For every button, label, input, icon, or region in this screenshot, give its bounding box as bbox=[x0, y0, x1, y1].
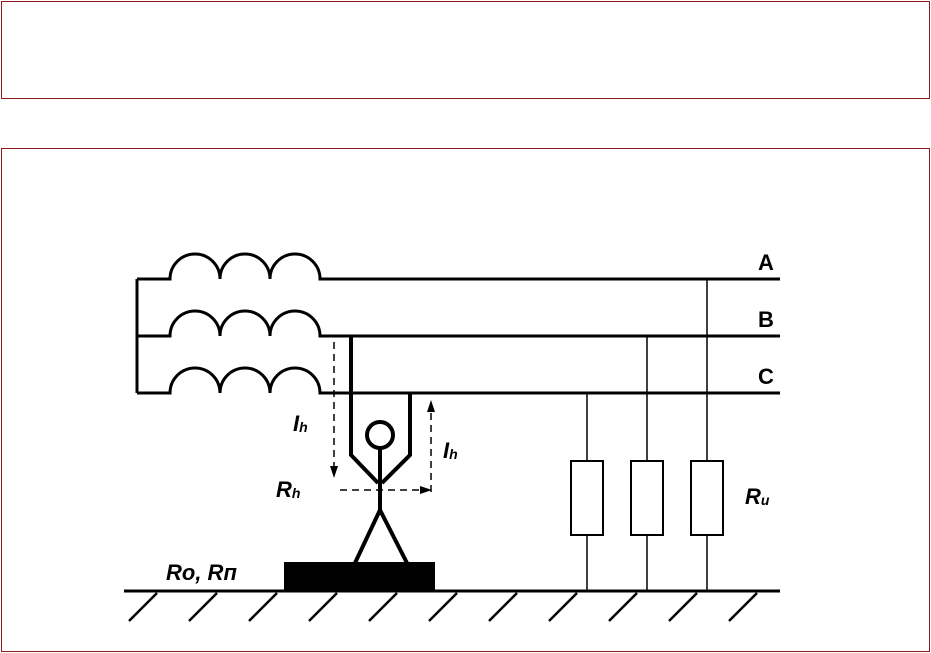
current-label-left: Ih bbox=[293, 411, 308, 436]
ru-resistor-c bbox=[570, 460, 604, 536]
current-label-right: Ih bbox=[443, 438, 458, 463]
phase-c-line bbox=[137, 366, 780, 395]
arrow-head-up bbox=[427, 400, 435, 412]
floor-resistance-label: Ro, Rп bbox=[166, 560, 237, 585]
body-resistance-label: Rh bbox=[276, 477, 300, 502]
phase-b-label: B bbox=[758, 307, 774, 332]
ground-hatching bbox=[128, 592, 758, 622]
floor-mat bbox=[284, 562, 435, 591]
phase-a-label: A bbox=[758, 250, 774, 275]
arrow-head-down bbox=[330, 466, 338, 478]
ru-resistor-b bbox=[630, 460, 664, 536]
insulation-resistance-label: Ru bbox=[745, 484, 770, 509]
phase-a-line bbox=[137, 252, 780, 281]
arrow-head-right bbox=[420, 486, 432, 494]
top-panel bbox=[1, 1, 930, 99]
phase-b-line bbox=[137, 309, 780, 338]
ru-resistor-a bbox=[690, 460, 724, 536]
diagram-panel bbox=[1, 148, 930, 652]
phase-c-label: C bbox=[758, 364, 774, 389]
person-figure bbox=[349, 336, 412, 564]
